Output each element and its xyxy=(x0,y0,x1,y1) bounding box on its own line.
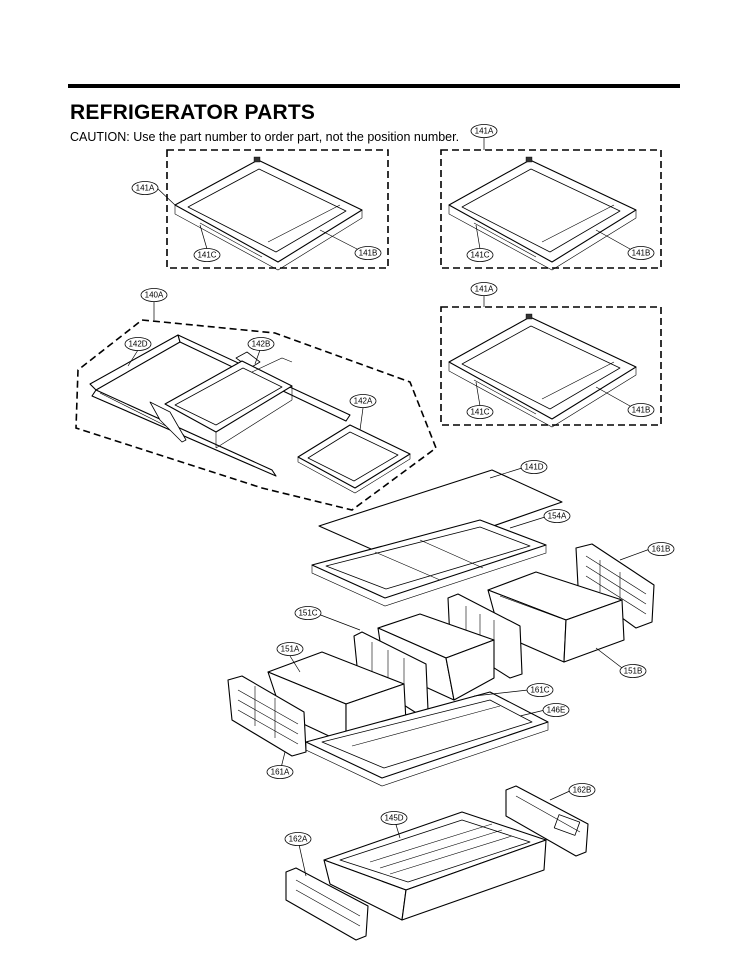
callout-154A: 154A xyxy=(543,509,571,523)
callout-151A: 151A xyxy=(276,642,304,656)
svg-text:141A: 141A xyxy=(136,184,155,193)
callout-146E: 146E xyxy=(542,703,570,717)
callout-151B: 151B xyxy=(619,664,647,678)
drawer-guide-162A xyxy=(285,867,369,941)
svg-text:141A: 141A xyxy=(475,285,494,294)
glass-shelf-2 xyxy=(448,156,637,271)
callout-141B: 141B xyxy=(627,403,655,417)
svg-text:146E: 146E xyxy=(547,706,566,715)
side-guide-161A xyxy=(227,675,307,757)
svg-text:141B: 141B xyxy=(632,249,651,258)
sliding-shelf-142A xyxy=(297,424,411,494)
callout-141A: 141A xyxy=(470,124,498,138)
svg-text:141C: 141C xyxy=(197,251,216,260)
crisper-drawer-151B xyxy=(487,571,625,663)
svg-text:161A: 161A xyxy=(271,768,290,777)
header-rule xyxy=(68,84,680,88)
leader-lines xyxy=(127,138,651,877)
svg-text:141B: 141B xyxy=(359,249,378,258)
svg-text:141C: 141C xyxy=(470,408,489,417)
callout-142D: 142D xyxy=(124,337,152,351)
svg-text:141B: 141B xyxy=(632,406,651,415)
callout-141A: 141A xyxy=(470,282,498,296)
pantry-drawer-145D xyxy=(323,811,547,921)
callout-162B: 162B xyxy=(568,783,596,797)
callout-161A: 161A xyxy=(266,765,294,779)
callout-145D: 145D xyxy=(380,811,408,825)
svg-text:141D: 141D xyxy=(524,463,543,472)
callout-142A: 142A xyxy=(349,394,377,408)
svg-text:140A: 140A xyxy=(145,291,164,300)
callout-140A: 140A xyxy=(140,288,168,302)
svg-text:151B: 151B xyxy=(624,667,643,676)
svg-text:162A: 162A xyxy=(289,835,308,844)
callout-141B: 141B xyxy=(627,246,655,260)
svg-text:141C: 141C xyxy=(470,251,489,260)
callout-141A: 141A xyxy=(131,181,159,195)
callout-141B: 141B xyxy=(354,246,382,260)
callout-141C: 141C xyxy=(466,248,494,262)
svg-text:154A: 154A xyxy=(548,512,567,521)
svg-text:142B: 142B xyxy=(252,340,271,349)
shelf-group-box-3 xyxy=(440,306,662,426)
svg-text:145D: 145D xyxy=(384,814,403,823)
svg-text:161C: 161C xyxy=(530,686,549,695)
svg-text:151C: 151C xyxy=(298,609,317,618)
callout-141C: 141C xyxy=(193,248,221,262)
callout-142B: 142B xyxy=(247,337,275,351)
callout-141C: 141C xyxy=(466,405,494,419)
shelf-group-box-2 xyxy=(440,149,662,269)
svg-text:142D: 142D xyxy=(128,340,147,349)
crisper-cover-frame-154A xyxy=(311,519,547,607)
page-title: REFRIGERATOR PARTS xyxy=(70,101,316,124)
callout-162A: 162A xyxy=(284,832,312,846)
folding-shelf-group-outline xyxy=(75,319,437,511)
callout-161B: 161B xyxy=(647,542,675,556)
caution-note: CAUTION: Use the part number to order pa… xyxy=(70,130,460,144)
shelf-group-box-1 xyxy=(166,149,389,269)
svg-text:142A: 142A xyxy=(354,397,373,406)
crisper-tray-146E xyxy=(305,691,549,787)
drawer-guide-162B xyxy=(505,785,589,857)
svg-text:141A: 141A xyxy=(475,127,494,136)
svg-text:162B: 162B xyxy=(573,786,592,795)
svg-text:161B: 161B xyxy=(652,545,671,554)
callout-151C: 151C xyxy=(294,606,322,620)
glass-shelf-3 xyxy=(448,313,637,428)
folding-shelf-glass-142B xyxy=(164,357,293,449)
svg-text:151A: 151A xyxy=(281,645,300,654)
glass-cover-141D xyxy=(318,469,563,561)
callout-161C: 161C xyxy=(526,683,554,697)
callout-141D: 141D xyxy=(520,460,548,474)
glass-shelf-1 xyxy=(174,156,363,271)
